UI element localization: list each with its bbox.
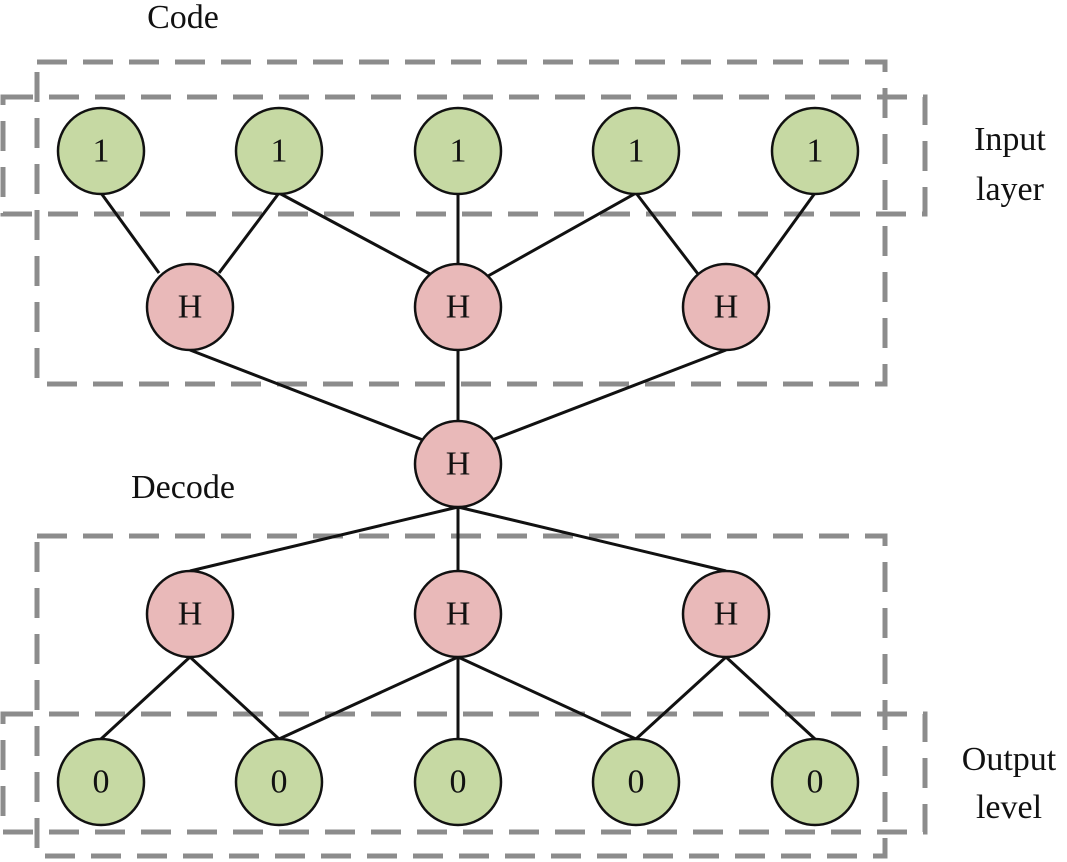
input-layer-box [0,94,928,217]
input-layer-label-line2: layer [976,171,1045,208]
edge [99,655,192,741]
output-node-circle [591,737,681,827]
output-node: 0 [770,737,860,827]
edge [189,348,424,442]
hidden-node-label: H [446,289,471,326]
hidden-node-circle [681,569,771,659]
edge [724,655,817,741]
output-level-label-line2: level [976,789,1042,826]
edges-bottleneck-to-decoder [189,505,727,573]
output-node-circle [234,737,324,827]
edge [753,192,817,277]
output-level-label-line1: Output [962,741,1057,778]
edge [217,192,281,274]
bottleneck-node-label: H [446,446,471,483]
hidden-node-circle [413,262,503,352]
edge [487,191,637,278]
hidden-node-label: H [446,596,471,633]
input-node-circle [591,106,681,196]
input-node-label: 1 [450,133,467,170]
output-node-label: 0 [271,764,288,801]
hidden-node: H [145,262,235,352]
input-node-label: 1 [271,133,288,170]
output-node: 0 [56,737,146,827]
decode-section-box [34,533,888,859]
hidden-node-label: H [178,289,203,326]
input-layer-label-line1: Input [974,121,1046,158]
bottleneck-node-circle [413,419,503,509]
hidden-node: H [145,569,235,659]
hidden-node: H [681,569,771,659]
code-label: Code [147,0,219,36]
edge [278,191,431,276]
hidden-node-label: H [714,596,739,633]
input-node: 1 [56,106,146,196]
edge [634,192,700,275]
hidden-node: H [413,569,503,659]
output-node-circle [413,737,503,827]
code-section-box [34,59,888,387]
input-node-circle [413,106,503,196]
hidden-node-circle [681,262,771,352]
input-node: 1 [591,106,681,196]
output-level-box [0,711,928,835]
bottleneck-node: H [413,419,503,509]
edge [457,505,727,573]
edges-encoder-to-bottleneck [189,348,727,442]
edge [457,655,637,741]
input-node: 1 [234,106,324,196]
encoder-hidden-nodes: H H H [145,262,771,352]
hidden-node-circle [145,262,235,352]
edge [491,348,727,442]
input-layer-nodes: 1 1 1 1 1 [56,106,860,196]
edge [278,655,459,741]
output-node: 0 [413,737,503,827]
hidden-node-circle [145,569,235,659]
input-node-circle [770,106,860,196]
output-node-circle [770,737,860,827]
output-node-circle [56,737,146,827]
input-node-label: 1 [93,133,110,170]
decoder-hidden-nodes: H H H [145,569,771,659]
output-node-label: 0 [628,764,645,801]
edges-decoder-to-output [99,655,817,741]
edge [189,505,459,573]
hidden-node-circle [413,569,503,659]
input-node-circle [56,106,146,196]
input-node: 1 [770,106,860,196]
input-node-label: 1 [628,133,645,170]
edge [188,655,281,741]
hidden-node-label: H [714,289,739,326]
input-node-label: 1 [807,133,824,170]
hidden-node: H [413,262,503,352]
edge [99,192,161,274]
output-node: 0 [591,737,681,827]
input-node: 1 [413,106,503,196]
edge [634,655,728,741]
output-node-label: 0 [93,764,110,801]
output-level-nodes: 0 0 0 0 0 [56,737,860,827]
output-node: 0 [234,737,324,827]
hidden-node-label: H [178,596,203,633]
output-node-label: 0 [807,764,824,801]
input-node-circle [234,106,324,196]
edges-input-to-encoder [99,191,817,278]
output-node-label: 0 [450,764,467,801]
decode-label: Decode [131,469,235,506]
hidden-node: H [681,262,771,352]
